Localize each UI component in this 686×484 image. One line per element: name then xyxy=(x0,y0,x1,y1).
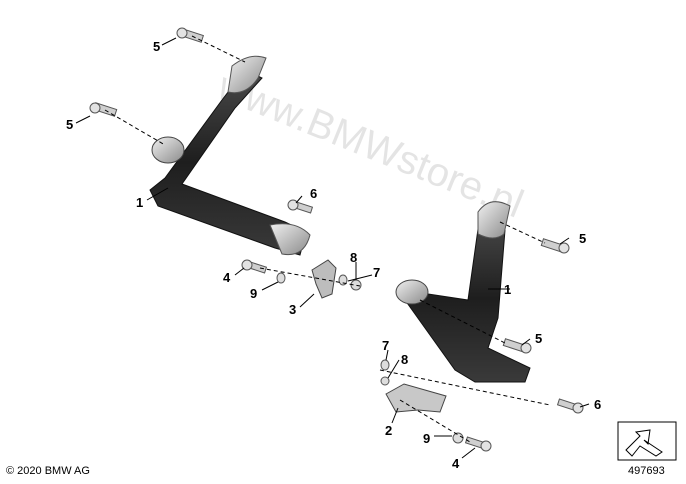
callout-7-upper: 7 xyxy=(373,265,380,280)
bracket-part-2 xyxy=(385,383,447,413)
callout-8-upper: 8 xyxy=(350,250,357,265)
reference-number: 497693 xyxy=(628,465,665,477)
callout-7-lower: 7 xyxy=(382,338,389,353)
callout-4-lower: 4 xyxy=(452,456,460,471)
callout-leaders xyxy=(75,37,590,459)
copyright-text: © 2020 BMW AG xyxy=(6,465,90,477)
bolt-part-5 xyxy=(89,27,570,354)
callout-6-left: 6 xyxy=(310,186,317,201)
callout-1-right: 1 xyxy=(504,282,511,297)
callout-5-right-top: 5 xyxy=(579,231,586,246)
callout-5-right-mid: 5 xyxy=(535,331,542,346)
bracket-part-3 xyxy=(311,259,337,299)
bolt-part-6 xyxy=(287,199,584,414)
right-guard-bar xyxy=(395,201,531,383)
callout-9-lower: 9 xyxy=(423,431,430,446)
watermark: www.BMWstore.pl xyxy=(211,64,529,227)
callout-9-left: 9 xyxy=(250,286,257,301)
callout-6-right: 6 xyxy=(594,397,601,412)
callout-3: 3 xyxy=(289,302,296,317)
callout-4-left: 4 xyxy=(223,270,231,285)
callout-5-top: 5 xyxy=(153,39,160,54)
callout-8-lower: 8 xyxy=(401,352,408,367)
callout-1-left: 1 xyxy=(136,195,143,210)
left-guard-bar xyxy=(149,55,311,256)
assembly-lines xyxy=(104,35,551,443)
callout-5-left: 5 xyxy=(66,117,73,132)
washers-and-nuts xyxy=(276,272,464,444)
callout-2: 2 xyxy=(385,423,392,438)
bolt-part-4 xyxy=(241,259,492,452)
view-direction-arrow-icon xyxy=(617,421,677,461)
